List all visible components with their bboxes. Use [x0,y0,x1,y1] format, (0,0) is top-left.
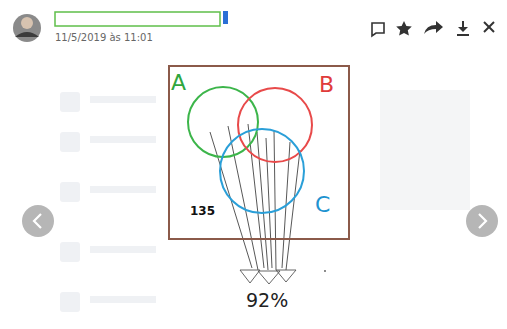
universe-box: 135ABC [168,65,350,240]
set-letter: C [315,192,330,217]
circle-outline [187,86,259,158]
timestamp: 11/5/2019 às 11:01 [55,32,153,44]
count-value: 135 [190,205,215,219]
set-letter: B [319,72,334,97]
set-letter: A [171,70,186,95]
set-circle: C [219,128,305,214]
set-circle: A [187,86,259,158]
set-circle: B [237,87,313,163]
circle-outline [237,87,313,163]
circle-outline [219,128,305,214]
percentage-label: 92% [246,290,288,312]
